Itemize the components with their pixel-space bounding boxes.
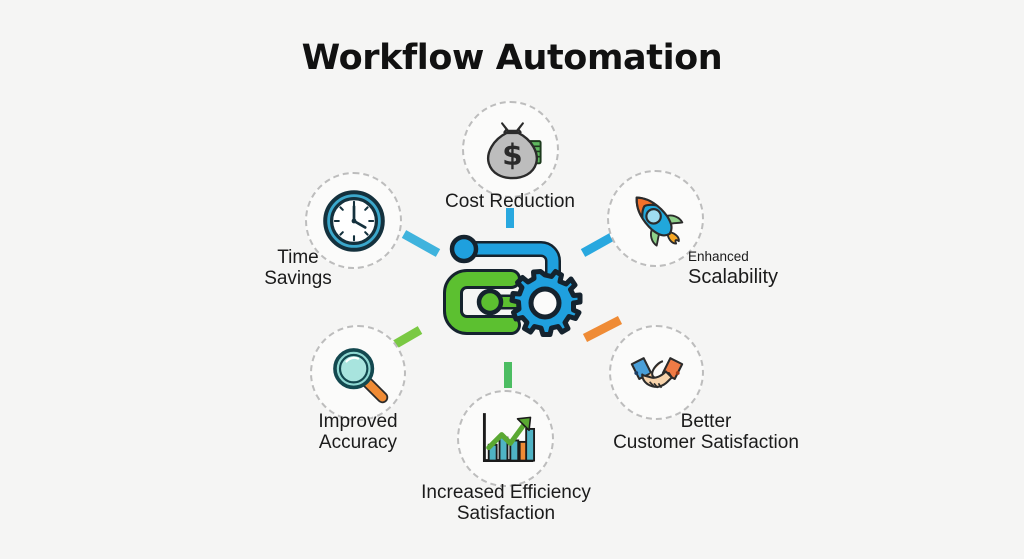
node-scalability-circle	[607, 170, 704, 267]
node-scalability-text-line2: Scalability	[688, 266, 779, 289]
bar-chart-growth-icon	[482, 412, 535, 462]
node-time-savings-label: Time Savings	[228, 247, 368, 290]
node-accuracy-text-line1: Improved	[318, 411, 398, 432]
clock-icon	[322, 189, 385, 252]
connector-customer-satisfaction	[582, 315, 623, 343]
node-customer-satisfaction-text-line1: Better	[680, 411, 732, 432]
handshake-icon	[630, 356, 683, 388]
node-cost-reduction-circle: $	[462, 101, 559, 198]
workflow-automation-gear-icon	[443, 234, 583, 337]
node-accuracy-label: Improved Accuracy	[238, 411, 478, 454]
node-customer-satisfaction-label: Better Customer Satisfaction	[546, 411, 866, 454]
connector-time-savings	[401, 230, 441, 257]
node-cost-reduction-label: Cost Reduction	[410, 191, 610, 212]
node-efficiency-text-line2: Satisfaction	[456, 503, 556, 525]
node-cost-reduction-text: Cost Reduction	[445, 191, 575, 212]
money-bag-icon: $	[486, 121, 542, 179]
node-time-savings-circle	[305, 172, 402, 269]
node-accuracy-circle	[310, 325, 406, 421]
node-customer-satisfaction-circle	[609, 325, 704, 420]
node-efficiency-text-line1: Increased Efficiency	[421, 482, 591, 503]
node-customer-satisfaction-text-line2: Customer Satisfaction	[613, 432, 799, 454]
node-efficiency-circle	[457, 390, 554, 487]
node-efficiency-label: Increased Efficiency Satisfaction	[383, 482, 629, 525]
svg-text:$: $	[502, 137, 523, 171]
page-title: Workflow Automation	[301, 38, 723, 78]
node-scalability-text-line1: Enhanced	[688, 249, 749, 264]
node-accuracy-text-line2: Accuracy	[318, 432, 398, 454]
magnifying-glass-icon	[333, 348, 389, 404]
node-scalability-label: Enhanced Scalability	[688, 249, 918, 289]
node-time-savings-text-line2: Savings	[264, 268, 332, 290]
rocket-icon	[635, 196, 683, 246]
node-time-savings-text-line1: Time	[277, 247, 319, 268]
